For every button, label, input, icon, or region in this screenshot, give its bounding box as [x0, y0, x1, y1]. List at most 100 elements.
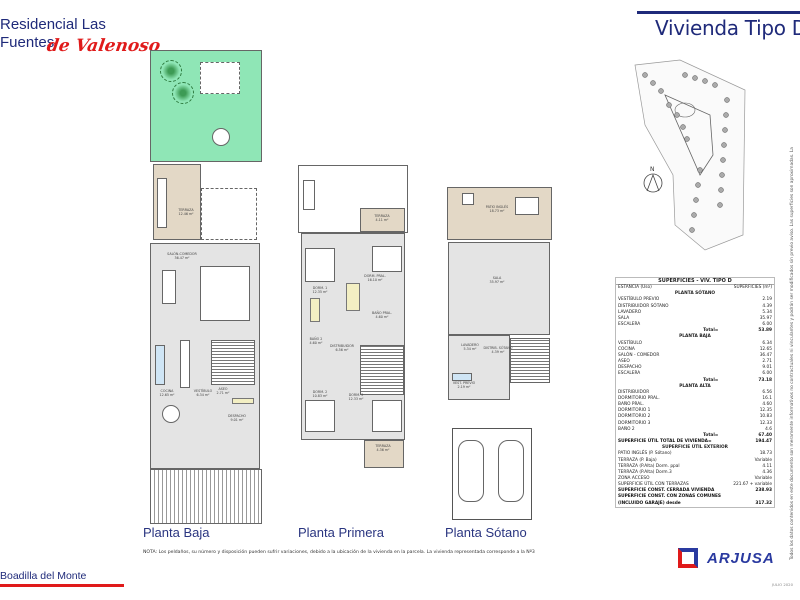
title-line-1: Residencial Las [0, 16, 106, 33]
col-area: SUPERFICIES (m²) [733, 285, 772, 291]
row-label: PATIO INGLÉS (P. Sótano) [618, 451, 672, 457]
table-row-bold: SUPERFICIE ÚTIL TOTAL DE VIVIENDA=194.47 [616, 439, 774, 445]
room-label: BAÑO PRAL.4.60 m² [372, 311, 392, 319]
row-label: DORMITORIO 3 [618, 420, 651, 426]
row-label: ESCALERA [618, 322, 641, 328]
row-label: TERRAZA (P. Baja) [618, 457, 657, 463]
table-row-item: DISTRIBUIDOR SÓTANO 4.39 [616, 304, 774, 310]
row-value: 221.67 + variable [733, 482, 772, 488]
row-value: 73.18 [758, 377, 772, 383]
row-label: (INCLUIDO GARAJE) desde [618, 500, 681, 506]
furniture [303, 180, 315, 210]
row-label: PLANTA SÓTANO [674, 291, 716, 297]
table-row-item: TERRAZA (P.Alta) Dorm. ppal 4.11 [616, 464, 774, 470]
row-value: Variable [754, 476, 772, 481]
compass-icon [643, 173, 663, 193]
bed-master [372, 246, 402, 272]
table-row-section: PLANTA BAJA [616, 334, 774, 340]
row-label: DESPACHO [618, 365, 642, 371]
row-label: DISTRIBUIDOR SÓTANO [618, 303, 669, 309]
document-title: Vivienda Tipo D [655, 16, 800, 40]
row-label: Total= [703, 328, 719, 334]
row-value: 53.89 [758, 328, 772, 334]
row-label: TERRAZA (P.Alta) Dorm.3 [618, 469, 672, 475]
row-label: BAÑO PRAL. [618, 402, 644, 408]
row-label: PLANTA ALTA [679, 383, 711, 389]
brand-logo-text: ARJUSA [707, 550, 775, 567]
terrace-bottom [364, 440, 404, 468]
table-row-total: Total=73.18 [616, 378, 774, 384]
dining-table [162, 270, 176, 304]
date: JULIO 2020 [772, 582, 793, 587]
row-value: 6.34 [762, 340, 772, 346]
row-value: 4.39 [762, 303, 772, 309]
row-value: 6.00 [762, 371, 772, 377]
wardrobe [346, 283, 360, 311]
row-value: 317.32 [755, 500, 772, 506]
row-value: 12.35 [759, 408, 772, 414]
terrace-top [360, 208, 405, 232]
entry-patio [150, 469, 262, 524]
tree-icon [160, 60, 182, 82]
row-value: 9.01 [762, 365, 772, 371]
row-value: 2.71 [762, 359, 772, 365]
disclaimer: Todos los datos contenidos en este docum… [790, 147, 795, 560]
staircase [510, 338, 550, 383]
garage [452, 428, 532, 520]
row-value: 18.73 [759, 451, 772, 457]
table-title: SUPERFICIES - VIV. TIPO D [616, 278, 774, 286]
row-value: Variable [754, 457, 772, 463]
row-value: 4.60 [762, 402, 772, 408]
row-value: 10.83 [759, 414, 772, 420]
row-value: 4.11 [762, 463, 772, 469]
row-label: VESTÍBULO [618, 340, 642, 346]
table-row-total: Total= 53.89 [616, 328, 774, 334]
compass-north: N [650, 166, 655, 173]
terrace-sofa [157, 178, 167, 228]
kitchen-table [162, 405, 180, 423]
table-header: ESTANCIA (Uso) SUPERFICIES (m²) [616, 285, 774, 291]
living-sofa [200, 266, 250, 321]
plan-label-baja: Planta Baja [143, 525, 210, 540]
table-row-bold: (INCLUIDO GARAJE) desde 317.32 [616, 501, 774, 507]
row-label: LAVADERO [618, 309, 642, 315]
site-map: N [634, 59, 746, 251]
sala [448, 242, 550, 335]
row-value: 194.47 [755, 439, 772, 445]
staircase [211, 340, 255, 385]
title-line-2: Fuentes [0, 34, 55, 51]
row-label: SALA [618, 315, 630, 321]
row-label: TERRAZA (P.Alta) Dorm. ppal [618, 463, 680, 469]
row-label: SUPERFICIE ÚTIL CON TERRAZAS [618, 482, 689, 488]
col-room: ESTANCIA (Uso) [618, 285, 652, 291]
row-value: 35.97 [759, 315, 772, 321]
plan-label-primera: Planta Primera [298, 525, 384, 540]
row-label: BAÑO 2 [618, 426, 635, 432]
row-label: SUPERFICIE CONST. CERRADA VIVIENDA [618, 488, 715, 494]
development-script-title: de Valenoso [45, 36, 162, 56]
table-row-item: BAÑO PRAL. 4.60 [616, 402, 774, 408]
table-row-section: PLANTA ALTA [616, 384, 774, 390]
row-label: SALÓN - COMEDOR [618, 352, 660, 358]
desk [232, 398, 254, 404]
